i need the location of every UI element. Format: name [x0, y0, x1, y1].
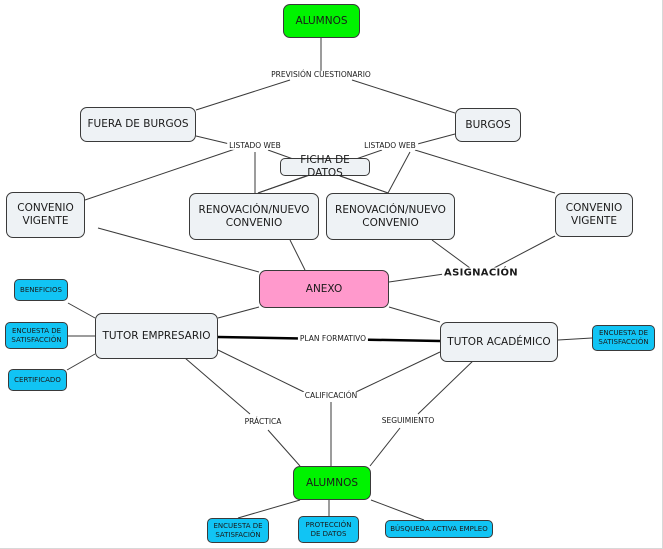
label-listado-web-left: LISTADO WEB — [227, 140, 283, 151]
leaf-encuesta-satisfaccion-right[interactable]: ENCUESTA DE SATISFACCIÓN — [592, 325, 655, 351]
node-ficha-de-datos[interactable]: FICHA DE DATOS — [280, 154, 370, 179]
label-calificacion: CALIFICACIÓN — [302, 390, 360, 401]
link-academico-encuesta — [557, 337, 593, 341]
label-plan-formativo: PLAN FORMATIVO — [297, 333, 369, 344]
link-ficha-renovacion-right — [339, 175, 389, 194]
node-renovacion-right[interactable]: RENOVACIÓN/NUEVO CONVENIO — [326, 193, 455, 240]
link-alumnos-encuesta — [237, 499, 301, 519]
node-convenio-vigente-left[interactable]: CONVENIO VIGENTE — [6, 192, 85, 238]
link-renovacion-asignacion — [431, 239, 471, 269]
leaf-proteccion-datos[interactable]: PROTECCIÓN DE DATOS — [298, 516, 359, 543]
link-anexo-tutor-academico — [388, 306, 441, 323]
label-seguimiento: SEGUIMIENTO — [379, 415, 437, 426]
link-ficha-renovacion-left — [257, 175, 307, 194]
label-practica: PRÁCTICA — [242, 416, 284, 427]
leaf-encuesta-satisfacion-bottom[interactable]: ENCUESTA DE SATISFACIÓN — [207, 518, 269, 543]
leaf-beneficios[interactable]: BENEFICIOS — [14, 279, 68, 301]
link-academico-calificacion — [355, 351, 441, 393]
link-prevision-fuera — [195, 79, 291, 111]
node-alumnos-bottom[interactable]: ALUMNOS — [293, 466, 371, 500]
node-convenio-vigente-right[interactable]: CONVENIO VIGENTE — [555, 193, 633, 237]
leaf-certificado[interactable]: CERTIFICADO — [8, 369, 67, 391]
link-empresario-practica — [184, 357, 251, 415]
link-anexo-tutor-empresario — [217, 306, 260, 319]
label-asignacion: ASIGNACIÓN — [442, 267, 520, 279]
node-burgos[interactable]: BURGOS — [455, 108, 521, 142]
link-empresario-certificado — [66, 353, 96, 371]
node-fuera-de-burgos[interactable]: FUERA DE BURGOS — [80, 107, 196, 142]
link-listado-convenio-left — [84, 147, 239, 201]
link-prevision-burgos — [351, 79, 456, 114]
link-listado-renovacion-right-b — [387, 151, 411, 194]
link-asignacion-anexo — [388, 273, 445, 283]
node-tutor-academico[interactable]: TUTOR ACADÉMICO — [440, 322, 558, 362]
label-listado-web-right: LISTADO WEB — [362, 140, 418, 151]
link-convenio-asignacion — [493, 235, 556, 269]
link-practica-alumnos — [267, 429, 301, 467]
link-convenio-anexo — [97, 227, 260, 273]
label-prevision-cuestionario: PREVISIÓN CUESTIONARIO — [269, 69, 373, 80]
link-academico-seguimiento — [417, 357, 477, 415]
link-empresario-calificacion — [217, 349, 305, 393]
link-renovacion-anexo — [289, 239, 306, 271]
leaf-busqueda-activa-empleo[interactable]: BÚSQUEDA ACTIVA EMPLEO — [385, 520, 493, 538]
link-listado-convenio-right — [414, 149, 556, 194]
link-alumnos-busqueda — [370, 499, 425, 521]
leaf-encuesta-satisfaccion-left[interactable]: ENCUESTA DE SATISFACCIÓN — [5, 322, 68, 349]
link-seguimiento-alumnos — [369, 427, 401, 467]
link-empresario-beneficios — [67, 302, 96, 319]
node-alumnos-top[interactable]: ALUMNOS — [283, 4, 360, 38]
node-tutor-empresario[interactable]: TUTOR EMPRESARIO — [95, 313, 218, 359]
node-anexo[interactable]: ANEXO — [259, 270, 389, 308]
node-renovacion-left[interactable]: RENOVACIÓN/NUEVO CONVENIO — [189, 193, 319, 240]
